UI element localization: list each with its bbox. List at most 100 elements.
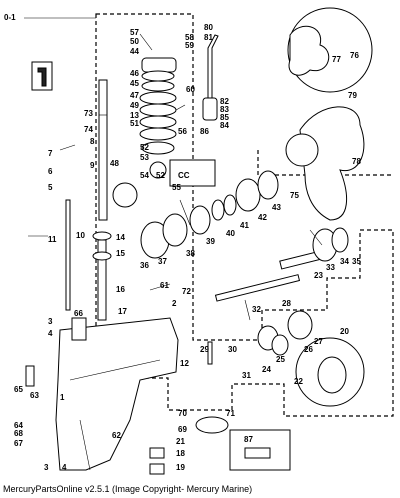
- callout-43: 43: [272, 203, 281, 212]
- callout-4: 4: [48, 329, 53, 338]
- callout-72: 72: [182, 287, 191, 296]
- callout-66: 66: [74, 309, 83, 318]
- callout-81: 81: [204, 33, 213, 42]
- inset-box-cc: [169, 159, 216, 187]
- callout-57: 57: [130, 28, 139, 37]
- callout-79: 79: [348, 91, 357, 100]
- callout-74: 74: [84, 125, 93, 134]
- gear-detail-20: [317, 356, 347, 394]
- bearing-38: [162, 213, 188, 247]
- bearing-24: [271, 334, 289, 356]
- bearing-14: [92, 231, 112, 241]
- propeller-hub: [285, 133, 319, 167]
- callout-29: 29: [200, 345, 209, 354]
- water-pump-impeller: [139, 91, 177, 105]
- callout-49: 49: [130, 101, 139, 110]
- bearing-55: [149, 161, 167, 179]
- callout-26: 26: [304, 345, 313, 354]
- callout-52-b: 52: [156, 171, 165, 180]
- callout-15: 15: [116, 249, 125, 258]
- callout-19: 19: [176, 463, 185, 472]
- callout-77: 77: [332, 55, 341, 64]
- callout-46: 46: [130, 69, 139, 78]
- callout-68: 68: [14, 429, 23, 438]
- callout-21: 21: [176, 437, 185, 446]
- callout-32: 32: [252, 305, 261, 314]
- callout-55: 55: [172, 183, 181, 192]
- tube-grommet: [202, 97, 218, 121]
- ring-34: [331, 227, 349, 253]
- callout-33: 33: [326, 263, 335, 272]
- callout-63: 63: [30, 391, 39, 400]
- cover-71: [195, 416, 229, 434]
- gear-26: [287, 310, 313, 340]
- callout-39: 39: [206, 237, 215, 246]
- callout-23: 23: [314, 271, 323, 280]
- callout-50: 50: [130, 37, 139, 46]
- callout-2: 2: [172, 299, 177, 308]
- leader-lines: [24, 17, 323, 321]
- callout-40: 40: [226, 229, 235, 238]
- callout-69: 69: [178, 425, 187, 434]
- callout-61: 61: [160, 281, 169, 290]
- callout-64: 64: [14, 421, 23, 430]
- callout-labels: 0-1 57 58 59 50 44 46 45 47 49 13 48 73 …: [4, 13, 361, 472]
- assembly-boundary-dashed-2: [257, 150, 393, 176]
- callout-28: 28: [282, 299, 291, 308]
- callout-14: 14: [116, 233, 125, 242]
- callout-38: 38: [186, 249, 195, 258]
- callout-42: 42: [258, 213, 267, 222]
- shift-shaft: [65, 199, 71, 311]
- bearing-42: [235, 178, 261, 212]
- callout-78: 78: [352, 157, 361, 166]
- callout-22: 22: [294, 377, 303, 386]
- water-pump-gasket: [139, 115, 177, 129]
- callout-25: 25: [276, 355, 285, 364]
- fitting-87: [244, 447, 271, 459]
- callout-36: 36: [140, 261, 149, 270]
- callout-3: 3: [48, 317, 53, 326]
- anode-65: [25, 365, 35, 387]
- callout-47: 47: [130, 91, 139, 100]
- callout-37: 37: [158, 257, 167, 266]
- callout-4-b: 4: [62, 463, 67, 472]
- callout-71: 71: [226, 409, 235, 418]
- callout-70: 70: [178, 409, 187, 418]
- gearcase-housing: [55, 317, 179, 471]
- callout-48: 48: [110, 159, 119, 168]
- callout-83: 83: [220, 105, 229, 114]
- callout-73: 73: [84, 109, 93, 118]
- callout-5: 5: [48, 183, 53, 192]
- bearing-39: [189, 205, 211, 235]
- callout-67: 67: [14, 439, 23, 448]
- callout-16: 16: [116, 285, 125, 294]
- water-pump-seal: [141, 141, 175, 155]
- callout-6: 6: [48, 167, 53, 176]
- water-pump-base: [139, 127, 177, 141]
- callout-59: 59: [185, 41, 194, 50]
- callout-51: 51: [130, 119, 139, 128]
- callout-30: 30: [228, 345, 237, 354]
- callout-20: 20: [340, 327, 349, 336]
- callout-86: 86: [200, 127, 209, 136]
- callout-13: 13: [130, 111, 139, 120]
- callout-18: 18: [176, 449, 185, 458]
- propeller-outline: [299, 106, 365, 221]
- pin-icon: [37, 67, 47, 87]
- callout-87: 87: [244, 435, 253, 444]
- propeller-shaft: [214, 274, 301, 302]
- ring-40: [211, 199, 225, 221]
- bearing-18: [149, 447, 165, 459]
- callout-0-1: 0-1: [4, 13, 16, 22]
- callout-80: 80: [204, 23, 213, 32]
- water-pump-part-46: [141, 70, 175, 82]
- callout-8: 8: [90, 137, 95, 146]
- water-pump-plate: [139, 103, 177, 117]
- callout-35: 35: [352, 257, 361, 266]
- shaft-upper-spline: [98, 79, 108, 116]
- callout-62: 62: [112, 431, 121, 440]
- callout-1: 1: [60, 393, 65, 402]
- callout-10: 10: [76, 231, 85, 240]
- copyright-footer: MercuryPartsOnline v2.5.1 (Image Copyrig…: [3, 484, 253, 494]
